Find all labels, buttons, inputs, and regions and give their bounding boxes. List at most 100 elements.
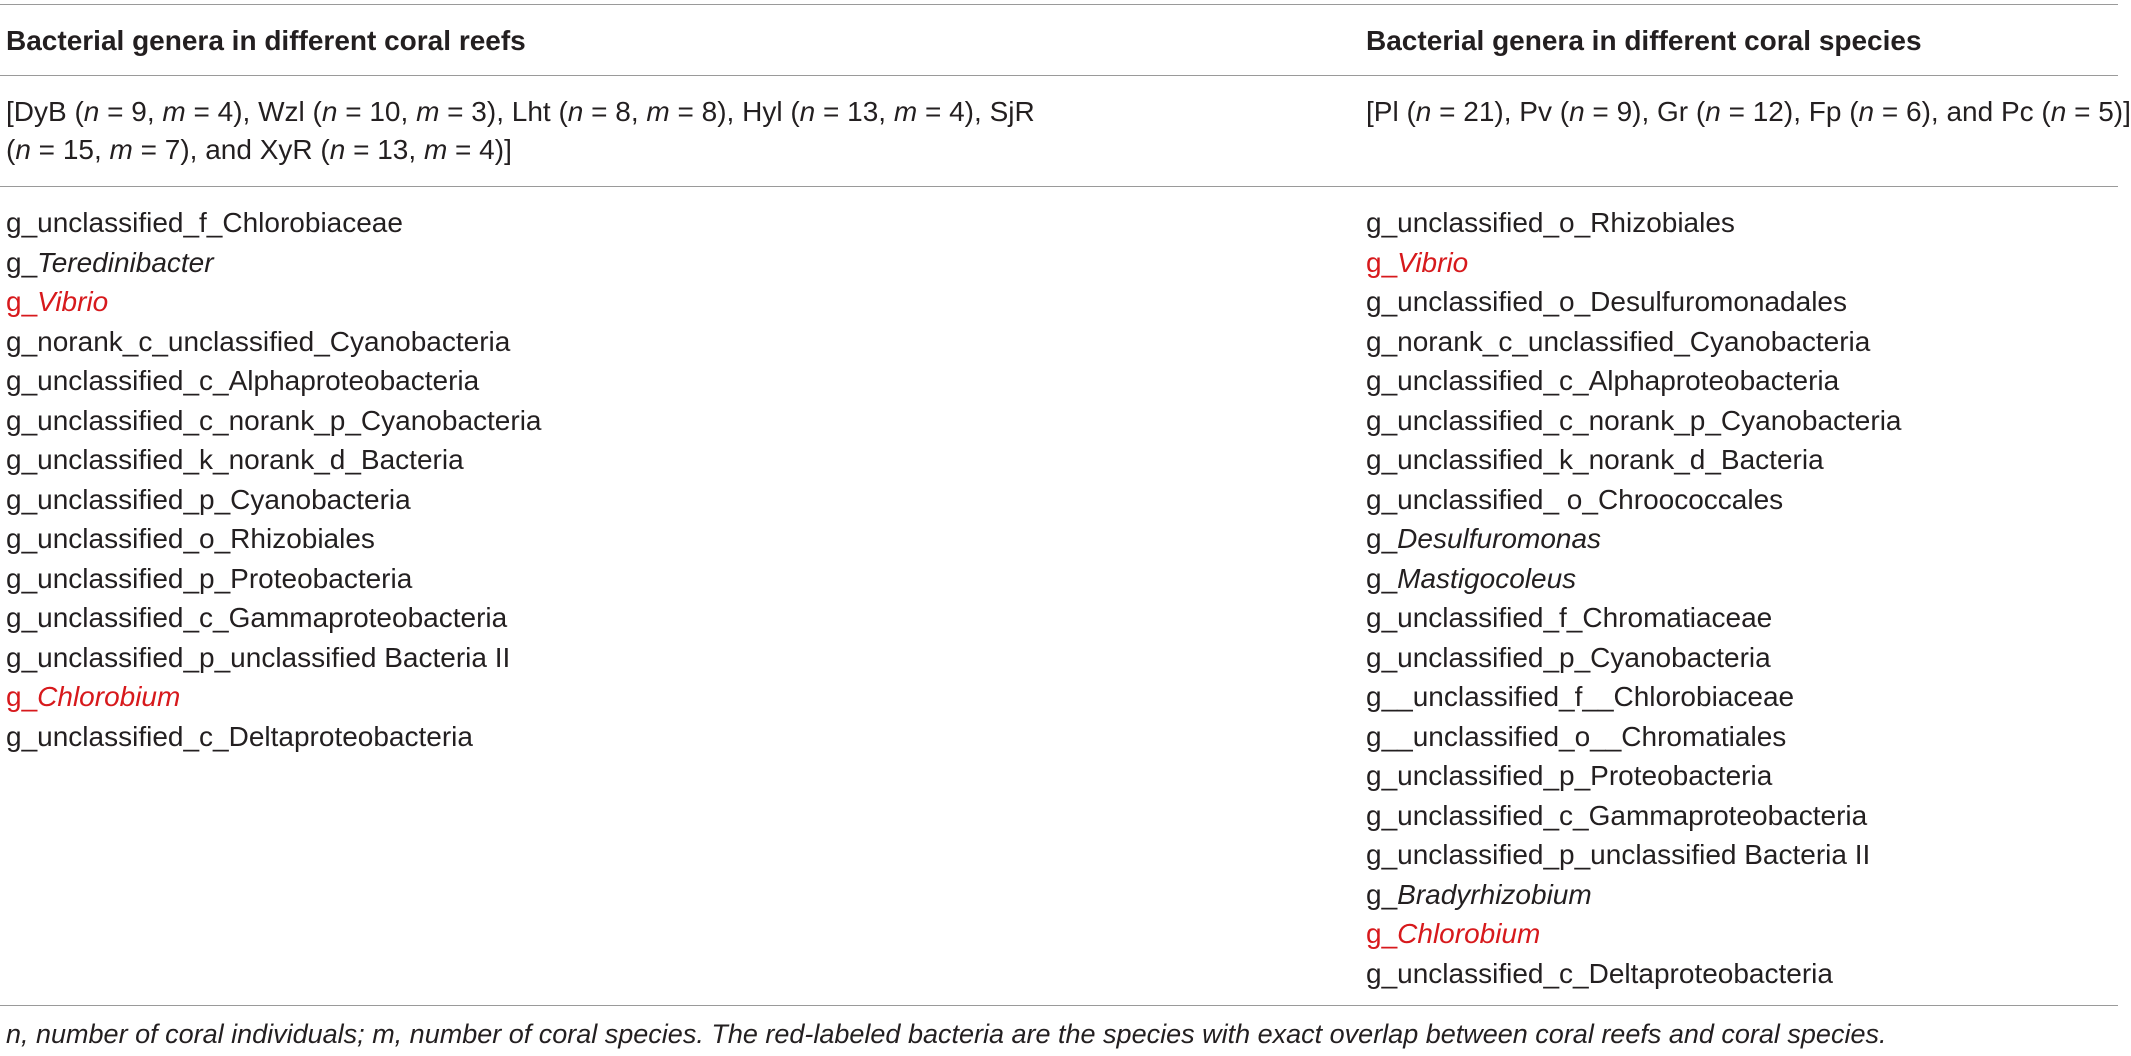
sample-info-text: = 8), Hyl ( xyxy=(669,96,800,127)
variable-symbol: n xyxy=(799,96,816,127)
genus-item: g_Desulfuromonas xyxy=(1366,519,1901,559)
genus-item: g_Bradyrhizobium xyxy=(1366,875,1901,915)
genus-prefix: g_ xyxy=(1366,365,1398,396)
sample-info-text: = 10, xyxy=(337,96,417,127)
genus-prefix: g_ xyxy=(6,286,38,317)
sample-info-text: = 13, xyxy=(345,134,424,165)
table-top-rule xyxy=(0,4,2118,5)
genus-item: g_unclassified_o_Desulfuromonadales xyxy=(1366,282,1901,322)
genus-prefix: g_ xyxy=(6,523,38,554)
table-bottom-rule xyxy=(0,1005,2118,1006)
genus-prefix: g_ xyxy=(1366,562,1398,594)
genus-item: g_unclassified_f_Chromatiaceae xyxy=(1366,598,1901,638)
genus-item: g_unclassified_c_Gammaproteobacteria xyxy=(1366,796,1901,836)
genus-item: g_unclassified_c_norank_p_Cyanobacteria xyxy=(1366,401,1901,441)
sample-info-text: [Pl ( xyxy=(1366,96,1416,127)
genus-prefix: g__ xyxy=(1366,720,1413,752)
sample-info-text: = 9), Gr ( xyxy=(1584,96,1706,127)
genus-name: unclassified_p_unclassified Bacteria II xyxy=(37,641,511,673)
genus-name: unclassified_p_Cyanobacteria xyxy=(37,483,411,515)
sample-info-text: = 5)] xyxy=(2066,96,2131,127)
sample-info-coral-species: [Pl (n = 21), Pv (n = 9), Gr (n = 12), F… xyxy=(1366,93,2131,131)
genus-prefix: g_ xyxy=(6,720,38,752)
subheader-rule xyxy=(0,186,2118,187)
genus-prefix: g_ xyxy=(1366,246,1398,278)
genus-prefix: g_ xyxy=(6,681,38,712)
genus-prefix: g_ xyxy=(6,602,38,633)
genus-name: unclassified_p_unclassified Bacteria II xyxy=(1397,839,1871,870)
genus-item: g__unclassified_o__Chromatiales xyxy=(1366,717,1901,757)
sample-info-text: = 7), and XyR ( xyxy=(132,134,330,165)
genus-name: unclassified_o_Rhizobiales xyxy=(37,523,375,554)
genus-prefix: g_ xyxy=(1366,207,1398,238)
genus-item: g_unclassified_k_norank_d_Bacteria xyxy=(1366,440,1901,480)
genus-name: Chlorobium xyxy=(37,681,181,712)
genus-name: unclassified_o_Desulfuromonadales xyxy=(1397,286,1847,317)
sample-info-text: = 4)] xyxy=(447,134,512,165)
table-footnote: n, number of coral individuals; m, numbe… xyxy=(6,1019,1887,1049)
genus-prefix: g_ xyxy=(1366,444,1398,475)
variable-symbol: n xyxy=(83,96,100,127)
genus-item: g_unclassified_c_norank_p_Cyanobacteria xyxy=(6,401,541,441)
sample-info-text: = 13, xyxy=(815,96,894,127)
genus-name: unclassified_p_Cyanobacteria xyxy=(1397,641,1771,673)
genus-name: unclassified_c_norank_p_Cyanobacteria xyxy=(1397,404,1902,436)
genus-name: unclassified_p_Proteobacteria xyxy=(1397,760,1773,791)
genus-item: g_Vibrio xyxy=(6,282,541,322)
genus-prefix: g_ xyxy=(6,325,38,357)
genus-item: g_norank_c_unclassified_Cyanobacteria xyxy=(1366,322,1901,362)
genus-name: unclassified_p_Proteobacteria xyxy=(37,562,413,594)
genus-prefix: g_ xyxy=(1366,602,1398,633)
variable-symbol: m xyxy=(416,96,440,127)
genus-name: unclassified_f_Chromatiaceae xyxy=(1397,602,1773,633)
genus-item: g_unclassified_p_Proteobacteria xyxy=(1366,756,1901,796)
sample-info-text: = 4), Wzl ( xyxy=(185,96,322,127)
sample-info-text: = 12), Fp ( xyxy=(1720,96,1859,127)
genus-prefix: g_ xyxy=(1366,404,1398,436)
variable-symbol: n xyxy=(15,134,31,165)
genus-prefix: g_ xyxy=(1366,957,1398,989)
genus-name: unclassified_c_Alphaproteobacteria xyxy=(37,365,480,396)
genus-item: g_unclassified_ o_Chroococcales xyxy=(1366,480,1901,520)
sample-info-coral-reefs: [DyB (n = 9, m = 4), Wzl (n = 10, m = 3)… xyxy=(6,93,1035,169)
sample-info-text: = 6), and Pc ( xyxy=(1874,96,2051,127)
sample-info-line: (n = 15, m = 7), and XyR (n = 13, m = 4)… xyxy=(6,131,1035,169)
sample-info-text: = 21), Pv ( xyxy=(1431,96,1570,127)
genus-prefix: g_ xyxy=(6,641,38,673)
genus-item: g_Chlorobium xyxy=(6,677,541,717)
genus-prefix: g_ xyxy=(1366,325,1398,357)
variable-symbol: n xyxy=(1858,96,1875,127)
genus-item: g_unclassified_c_Alphaproteobacteria xyxy=(6,361,541,401)
genus-name: unclassified_k_norank_d_Bacteria xyxy=(1397,444,1824,475)
genus-name: Teredinibacter xyxy=(37,246,214,278)
sample-info-text: = 8, xyxy=(583,96,647,127)
genus-item: g_unclassified_c_Deltaproteobacteria xyxy=(6,717,541,757)
genus-prefix: g_ xyxy=(1366,641,1398,673)
variable-symbol: n xyxy=(1705,96,1721,127)
variable-symbol: m xyxy=(646,96,670,127)
variable-symbol: m xyxy=(423,134,448,165)
variable-symbol: n xyxy=(321,96,338,127)
genus-item: g_Teredinibacter xyxy=(6,243,541,283)
sample-info-text: = 15, xyxy=(30,134,110,165)
genus-prefix: g_ xyxy=(1366,839,1398,870)
genus-item: g_unclassified_k_norank_d_Bacteria xyxy=(6,440,541,480)
genus-item: g_unclassified_f_Chlorobiaceae xyxy=(6,203,541,243)
genus-item: g_Mastigocoleus xyxy=(1366,559,1901,599)
genus-item: g_unclassified_o_Rhizobiales xyxy=(1366,203,1901,243)
genus-prefix: g_ xyxy=(6,562,38,594)
genus-prefix: g_ xyxy=(6,444,38,475)
header-rule xyxy=(0,75,2118,76)
genus-prefix: g_ xyxy=(6,404,38,436)
genus-name: unclassified_c_Gammaproteobacteria xyxy=(1397,799,1868,831)
genus-item: g_norank_c_unclassified_Cyanobacteria xyxy=(6,322,541,362)
sample-info-text: [DyB ( xyxy=(6,96,84,127)
genus-prefix: g_ xyxy=(1366,878,1398,910)
genus-prefix: g_ xyxy=(1366,799,1398,831)
genus-item: g_unclassified_p_unclassified Bacteria I… xyxy=(1366,835,1901,875)
sample-info-text: = 9, xyxy=(99,96,163,127)
variable-symbol: m xyxy=(893,96,918,127)
genus-prefix: g_ xyxy=(1366,483,1398,515)
